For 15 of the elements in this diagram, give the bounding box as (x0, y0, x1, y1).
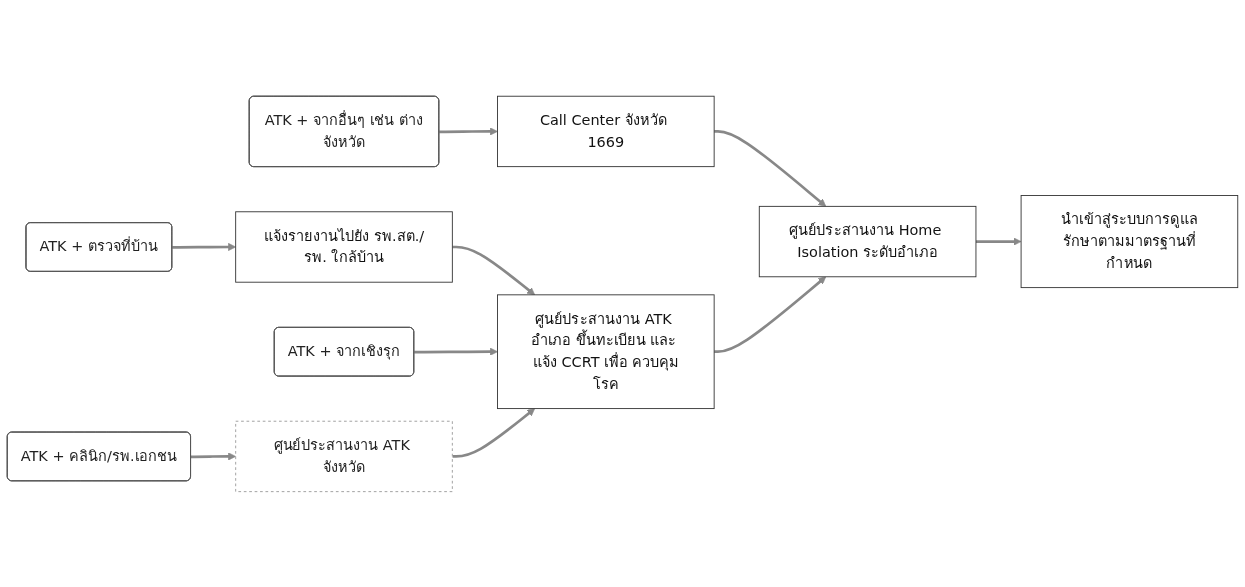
node-box: Call Center จังหวัด 1669 (497, 95, 715, 167)
arrow (452, 407, 536, 458)
arrow (452, 245, 536, 295)
arrow (172, 242, 237, 251)
node-box: ศูนย์ประสานงาน Home Isolation ระดับอำเภอ (758, 205, 977, 277)
arrow (975, 237, 1022, 246)
arrow (714, 276, 827, 353)
arrow (414, 347, 498, 356)
node-box: แจ้งรายงานไปยัง รพ.สต./รพ. ใกล้บ้าน (235, 210, 453, 283)
node-box: ศูนย์ประสานงาน ATK อำเภอ ขึ้นทะเบียน และ แจ้ง CCRT เพื่อ ควบคุมโรค (497, 293, 715, 409)
arrow (439, 127, 498, 135)
arrow (190, 452, 237, 460)
node-box: นำเข้าสู่ระบบการดูแลรักษาตามมาตรฐานที่กำหนด (1020, 194, 1239, 288)
node-box: ศูนย์ประสานงาน ATK จังหวัด (235, 420, 453, 492)
arrow (714, 129, 827, 207)
